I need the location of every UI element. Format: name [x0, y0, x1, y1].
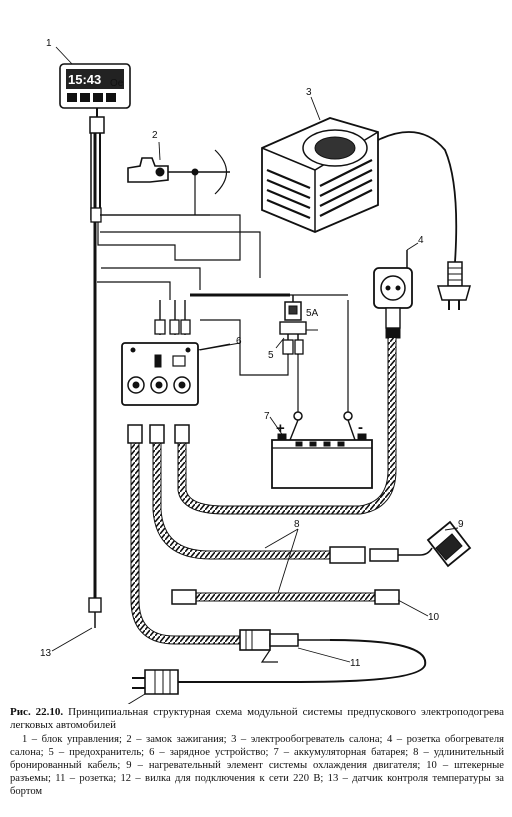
callout-2: 2 — [152, 130, 158, 141]
control-unit: 15:43 Oe — [59, 63, 131, 134]
battery — [271, 411, 373, 489]
cabin-heater-socket — [373, 250, 413, 339]
figure-legend: 1 – блок управления; 2 – замок зажигания… — [10, 734, 504, 797]
callout-7: 7 — [264, 411, 270, 422]
callout-8: 8 — [294, 519, 300, 530]
figure-caption: Рис. 22.10. Принципиальная структурная с… — [10, 706, 504, 798]
callout-labels: 1 2 3 4 5 6 7 8 9 10 11 12 13 — [40, 38, 464, 669]
svg-text:Oe: Oe — [110, 78, 124, 89]
plug-connectors — [171, 546, 400, 605]
figure-label: Рис. 22.10. — [10, 706, 64, 718]
battery-minus-label: - — [358, 419, 363, 436]
ignition-lock — [127, 149, 230, 215]
wiring-diagram: 15:43 Oe — [40, 38, 472, 704]
charger-output-jacks — [127, 424, 190, 444]
callout-3: 3 — [306, 87, 312, 98]
callout-13: 13 — [40, 648, 52, 659]
socket — [239, 629, 330, 663]
control-cables — [88, 133, 261, 613]
callout-6: 6 — [236, 336, 242, 347]
display-time: 15:43 — [68, 72, 101, 87]
battery-plus-label: + — [276, 420, 285, 437]
charger — [121, 300, 231, 406]
armored-extension-cable — [130, 338, 397, 645]
fuse — [190, 293, 349, 412]
figure-title: Принципиальная структурная схема модульн… — [10, 706, 504, 731]
caption-title-line: Рис. 22.10. Принципиальная структурная с… — [10, 706, 504, 732]
fuse-rating-label: 5A — [306, 308, 319, 319]
callout-9: 9 — [458, 519, 464, 530]
callout-1: 1 — [46, 38, 52, 49]
callout-leaders — [51, 46, 459, 704]
callout-10: 10 — [428, 612, 440, 623]
callout-4: 4 — [418, 235, 424, 246]
engine-coolant-heater — [398, 520, 472, 568]
cabin-heater — [261, 117, 471, 310]
mains-plug-220v — [132, 639, 427, 695]
callout-11: 11 — [350, 658, 361, 669]
callout-5: 5 — [268, 350, 274, 361]
